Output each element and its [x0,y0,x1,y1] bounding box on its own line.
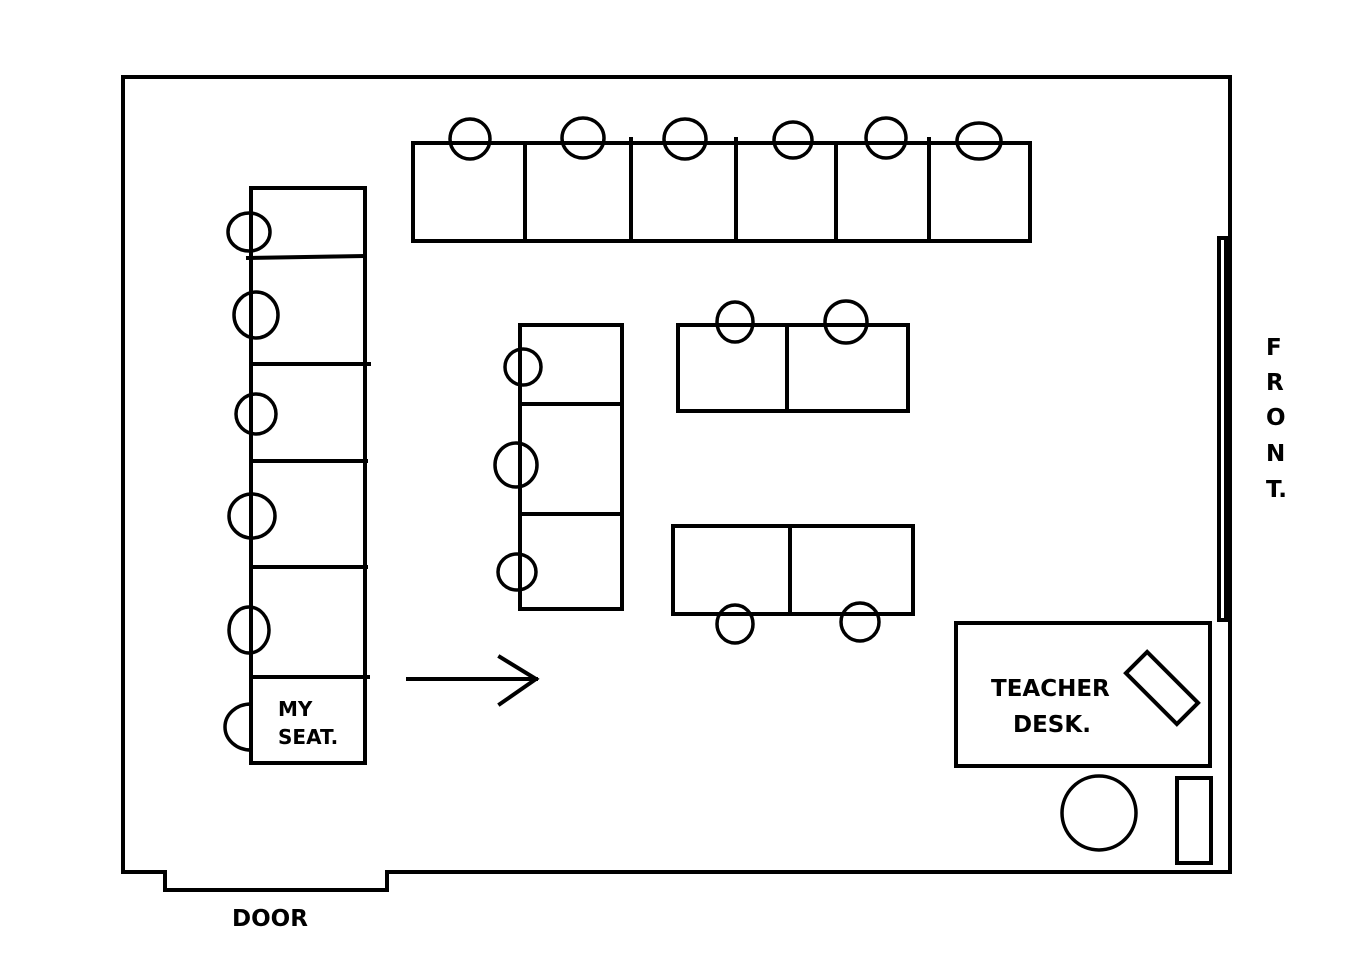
middle-desk-column [493,323,624,611]
chair [839,601,881,643]
whiteboard [1217,236,1228,622]
my-seat-label-line2: SEAT. [278,725,338,749]
left-desk-column-outline [249,186,367,765]
chair [503,347,543,387]
chair [227,605,271,655]
chair [493,441,539,489]
lower-desk-pair [671,524,915,645]
chair [496,552,538,592]
chair [823,299,869,345]
chair [662,117,708,161]
chair [227,492,277,540]
my-seat-chair [223,702,253,752]
teacher-desk: TEACHER DESK. [954,621,1212,768]
chair [955,121,1003,161]
top-desk-row-outline [411,141,1032,243]
chair [715,603,755,645]
front-label: F R O N T. [1266,335,1287,503]
front-letter: T. [1266,477,1287,503]
teacher-desk-label-line1: TEACHER [991,676,1110,702]
computer-keyboard [1123,649,1201,727]
front-letter: O [1266,405,1286,431]
front-letter: F [1266,335,1282,361]
arrow-head [497,654,540,707]
chair [772,120,814,160]
left-desk-column: MY SEAT. [223,186,371,765]
chair [448,117,492,161]
middle-desk-column-outline [518,323,624,611]
teacher-desk-outline [954,621,1212,768]
my-seat-label-line1: MY [278,697,313,721]
lower-desk-pair-outline [671,524,915,616]
chair [232,290,280,340]
cabinet [1175,776,1213,865]
top-desk-row [411,116,1032,243]
chair [715,300,755,344]
front-letter: N [1266,441,1285,467]
chair [560,116,606,160]
chair [226,211,272,253]
teacher-desk-label-line2: DESK. [1013,712,1091,738]
teacher-chair [1060,774,1138,852]
upper-desk-pair-outline [676,323,910,413]
door-label: DOOR [232,906,308,932]
room-walls [121,75,1232,892]
direction-arrow [406,654,540,707]
chair [234,392,278,436]
upper-desk-pair [676,299,910,413]
front-letter: R [1266,370,1284,396]
desk-divider [245,253,366,261]
chair [864,116,908,160]
